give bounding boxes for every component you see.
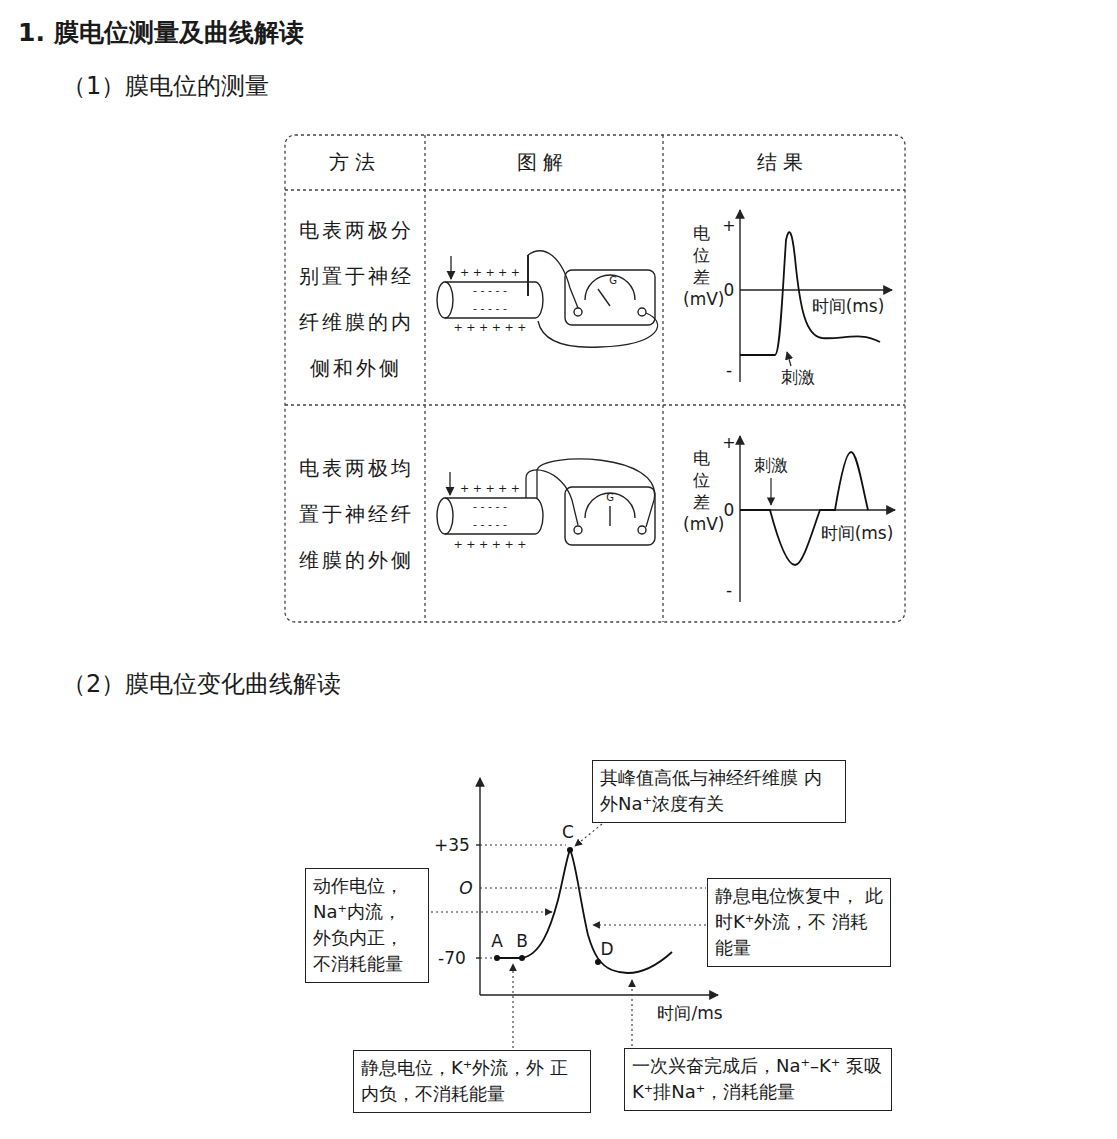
callout-text: 动作电位， Na⁺内流， 外负内正， 不消耗能量 <box>313 873 421 977</box>
point-letter: D <box>600 939 613 959</box>
wire <box>537 459 655 527</box>
callout-box: 其峰值高低与神经纤维膜 内外Na⁺浓度有关 <box>592 760 846 823</box>
point-letter: C <box>562 822 574 842</box>
axis-title: 电 位 差 (mV) <box>683 222 719 310</box>
charge-sign: + + + + + <box>460 266 520 279</box>
graph-axes <box>740 210 892 382</box>
axis-tick: O <box>459 878 472 898</box>
point-letter: A <box>491 931 503 951</box>
axis-tick: 0 <box>724 500 735 520</box>
wire <box>528 251 578 308</box>
stimulus-arrow <box>449 472 450 495</box>
axis-sign: - <box>726 360 732 380</box>
stimulus-label: 刺激 <box>781 367 815 387</box>
curve-point <box>494 847 601 965</box>
table-header: 结果 <box>757 150 809 174</box>
axis-tick: -70 <box>438 948 466 968</box>
guide-line <box>480 845 706 958</box>
electrode <box>527 255 529 296</box>
callout-text: 静息电位恢复中， 此时K⁺外流，不 消耗能量 <box>715 883 883 961</box>
table-cell: 电表两极均 置于神经纤 维膜的外侧 <box>291 445 421 583</box>
wire <box>538 313 658 347</box>
callout-box: 一次兴奋完成后，Na⁺–K⁺ 泵吸K⁺排Na⁺，消耗能量 <box>624 1048 892 1111</box>
meter-letter: G <box>606 492 614 504</box>
charge-sign: + + + + + + <box>454 321 527 334</box>
table-cell: 电表两极分 别置于神经 纤维膜的内 侧和外侧 <box>291 207 421 391</box>
charge-sign: - - - - - <box>473 500 507 513</box>
meter-letter: G <box>609 275 617 287</box>
callout-box: 静息电位，K⁺外流，外 正内负，不消耗能量 <box>353 1050 591 1113</box>
charge-sign: + + + + + + <box>454 538 527 551</box>
callout-text: 其峰值高低与神经纤维膜 内外Na⁺浓度有关 <box>600 765 838 817</box>
galvanometer <box>565 270 655 325</box>
table-header: 图解 <box>517 150 569 174</box>
stimulus-arrow <box>450 256 451 279</box>
charge-sign: - - - - - <box>473 284 507 297</box>
axis-tick: +35 <box>434 835 470 855</box>
potential-curve <box>740 452 868 565</box>
galvanometer <box>565 487 655 545</box>
stimulus-label: 刺激 <box>754 455 788 475</box>
stimulus-arrow <box>770 478 771 505</box>
callout-box: 静息电位恢复中， 此时K⁺外流，不 消耗能量 <box>707 878 891 967</box>
callout-box: 动作电位， Na⁺内流， 外负内正， 不消耗能量 <box>305 868 429 983</box>
table-header: 方法 <box>329 150 381 174</box>
nerve-fiber <box>437 498 543 534</box>
axis-title: 电 位 差 (mV) <box>683 447 719 535</box>
section-heading: （1）膜电位的测量 <box>62 72 269 101</box>
potential-curve <box>497 850 672 973</box>
table-grid <box>285 135 905 622</box>
callout-text: 一次兴奋完成后，Na⁺–K⁺ 泵吸K⁺排Na⁺，消耗能量 <box>632 1053 884 1105</box>
charge-sign: - - - - - <box>473 302 507 315</box>
graph-axes <box>740 436 895 602</box>
axis-sign: + <box>722 216 735 235</box>
axis-title: 时间/ms <box>657 1003 722 1023</box>
callout-text: 静息电位，K⁺外流，外 正内负，不消耗能量 <box>361 1055 583 1107</box>
charge-sign: - - - - - <box>473 518 507 531</box>
axis-tick: 0 <box>724 280 735 300</box>
wire <box>526 470 578 525</box>
potential-curve <box>740 232 880 355</box>
axis-sign: + <box>722 433 735 452</box>
axis-title: 时间(ms) <box>821 523 894 543</box>
axis-title: 时间(ms) <box>812 296 885 316</box>
axis-sign: - <box>726 580 732 600</box>
section-heading: （2）膜电位变化曲线解读 <box>62 670 341 699</box>
point-letter: B <box>516 931 528 951</box>
stimulus-arrow <box>787 352 791 366</box>
page-title: 1. 膜电位测量及曲线解读 <box>18 16 304 49</box>
charge-sign: + + + + + <box>460 482 520 495</box>
